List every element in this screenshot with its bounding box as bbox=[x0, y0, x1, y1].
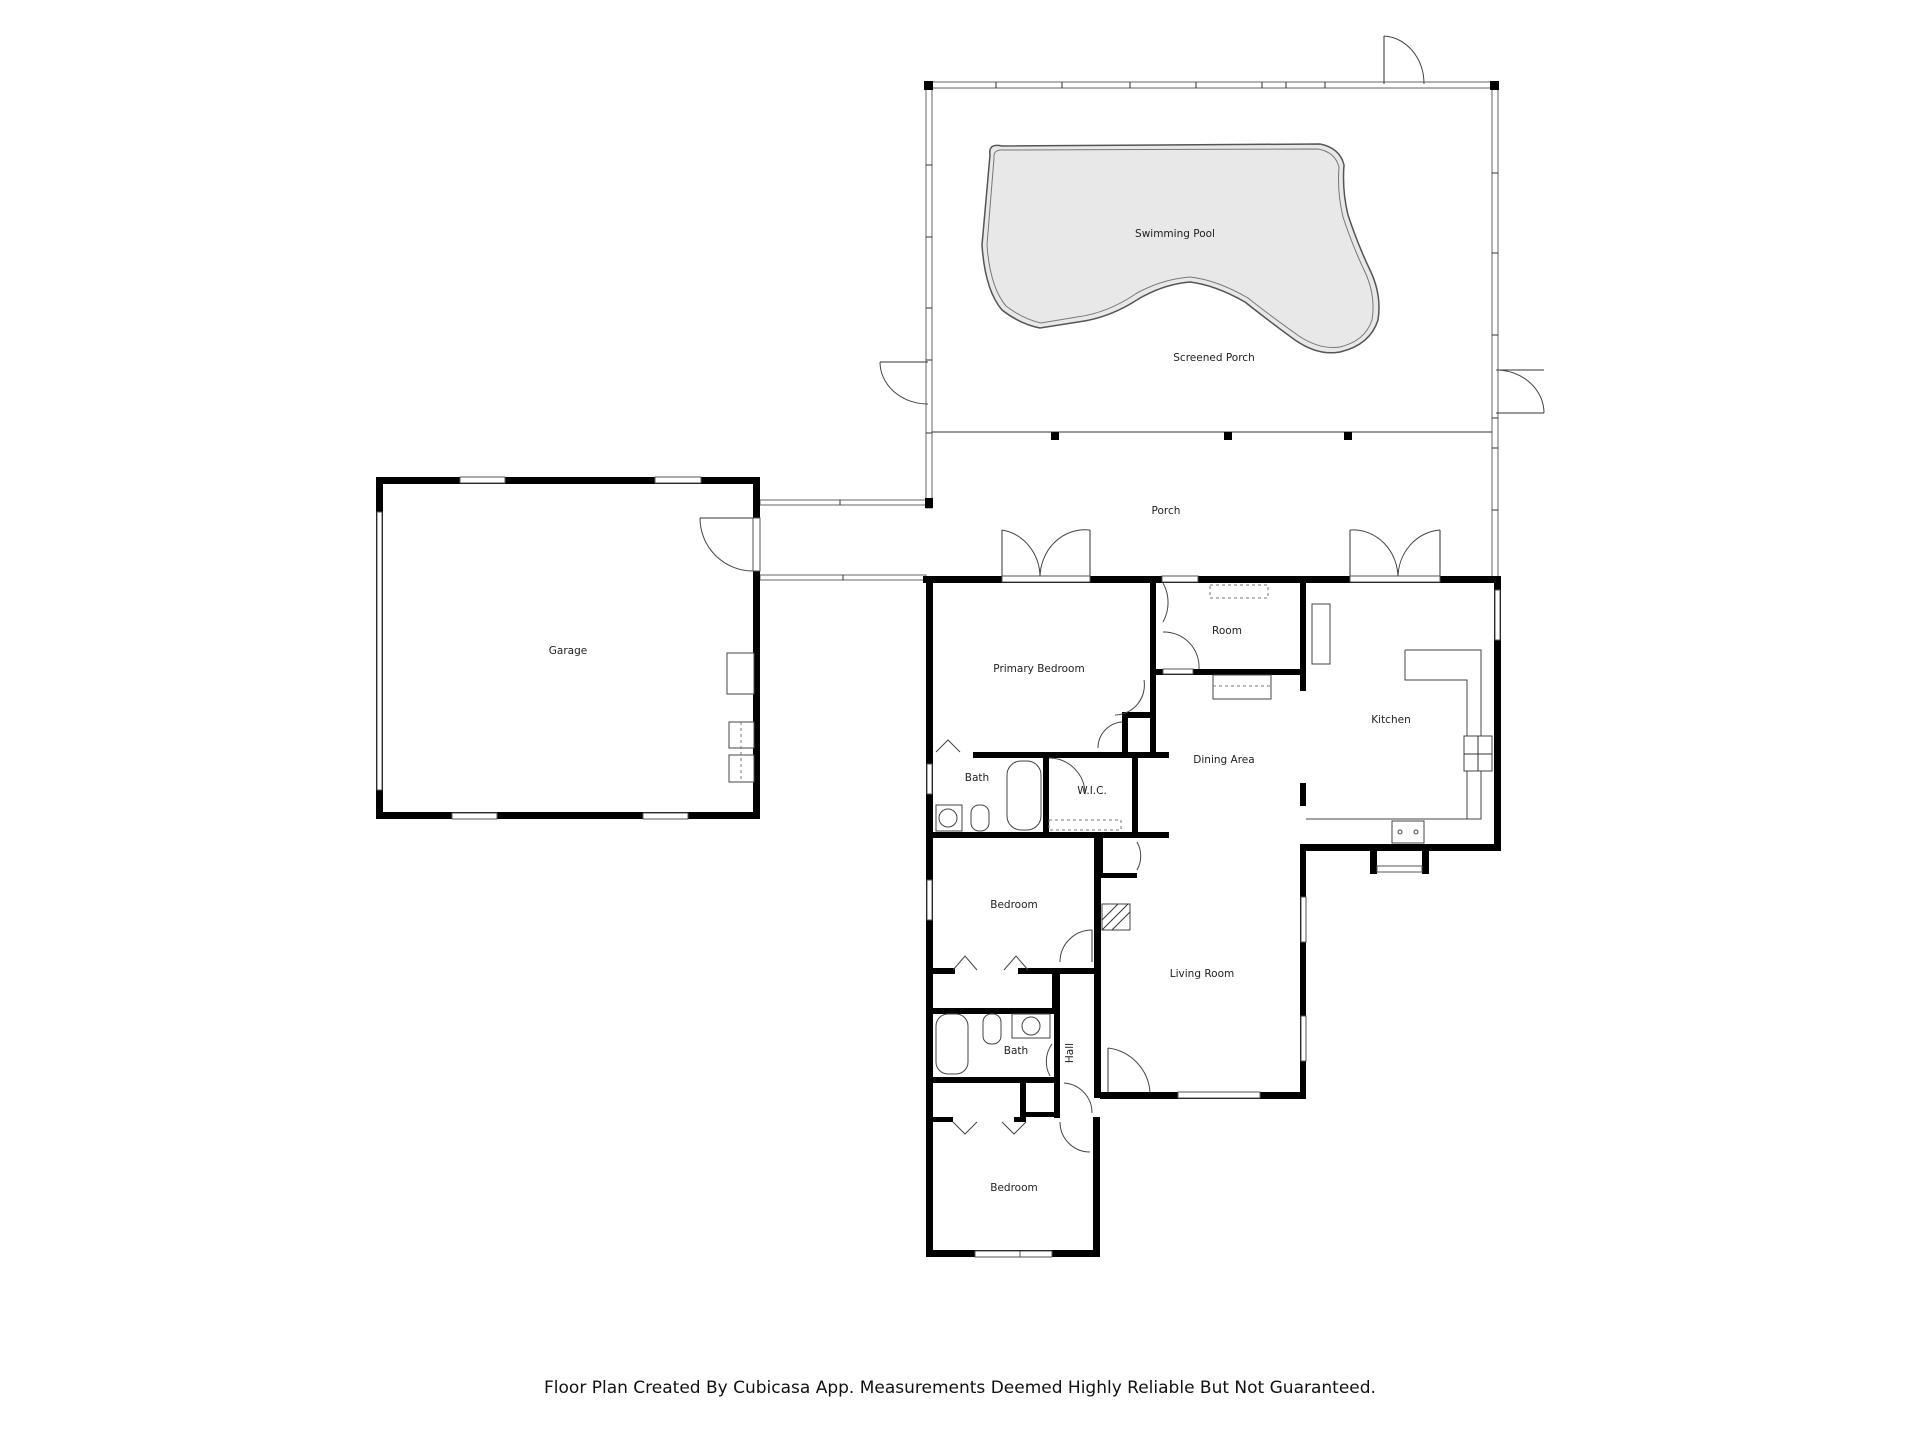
room-label-garage: Garage bbox=[549, 645, 587, 657]
swimming-pool: Swimming Pool bbox=[981, 143, 1380, 354]
footer-disclaimer: Floor Plan Created By Cubicasa App. Meas… bbox=[544, 1378, 1376, 1398]
fixtures bbox=[935, 603, 1493, 1153]
room-label-swimming-pool: Swimming Pool bbox=[1135, 228, 1215, 240]
room-label-hall: Hall bbox=[1064, 1043, 1076, 1063]
room-label-dining-area: Dining Area bbox=[1193, 754, 1254, 766]
room-label-wic: W.I.C. bbox=[1077, 785, 1107, 797]
garage: Garage bbox=[376, 476, 761, 820]
room-label-screened-porch: Screened Porch bbox=[1173, 352, 1254, 364]
room-label-bath-primary: Bath bbox=[965, 772, 989, 784]
room-label-living-room: Living Room bbox=[1170, 968, 1234, 980]
room-label-bedroom-2: Bedroom bbox=[990, 1182, 1038, 1194]
room-label-primary-bedroom: Primary Bedroom bbox=[993, 663, 1084, 675]
room-label-room: Room bbox=[1212, 625, 1242, 637]
room-label-porch: Porch bbox=[1152, 505, 1181, 517]
room-label-bedroom-1: Bedroom bbox=[990, 899, 1038, 911]
screened-porch-enclosure bbox=[879, 35, 1545, 579]
fireplace bbox=[1101, 903, 1131, 931]
porch bbox=[759, 498, 1441, 581]
room-label-bath-2: Bath bbox=[1004, 1045, 1028, 1057]
room-label-kitchen: Kitchen bbox=[1371, 714, 1410, 726]
main-house-walls bbox=[923, 575, 1501, 1258]
